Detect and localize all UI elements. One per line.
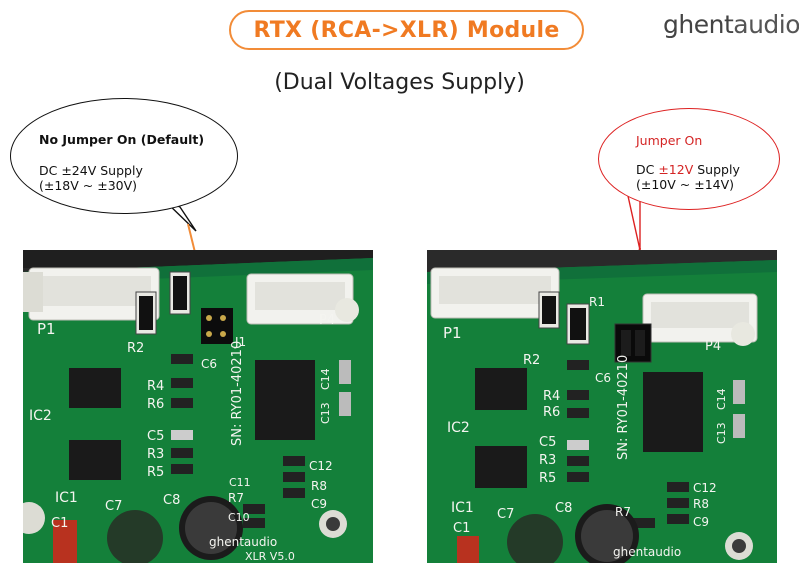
svg-text:R7: R7 [615,505,631,519]
svg-text:IC1: IC1 [55,490,78,506]
svg-text:R1: R1 [589,295,605,309]
silk-p4: P4 [319,313,335,328]
svg-text:C14: C14 [319,368,332,390]
svg-text:C7: C7 [497,507,514,522]
silk-p1: P1 [37,320,56,338]
right-callout-tail [627,194,641,251]
svg-text:IC2: IC2 [447,420,470,436]
svg-text:R3: R3 [147,447,164,462]
left-callout [10,98,238,214]
svg-text:C13: C13 [715,422,728,444]
silk-brand-left: ghentaudio [209,535,277,549]
right-callout-supply: DC ±12V Supply [636,162,740,177]
svg-text:C8: C8 [163,493,180,508]
left-callout-heading: No Jumper On (Default) [39,132,205,147]
svg-text:R6: R6 [147,397,164,412]
brand-logo-part1: ghent [663,10,734,39]
svg-text:C11: C11 [229,476,251,489]
silk-serial-left: SN: RY01-40210 [230,341,245,446]
svg-text:C1: C1 [51,516,68,531]
svg-text:R7: R7 [228,491,244,505]
right-callout-range: (±10V ~ ±14V) [636,177,735,192]
svg-text:C9: C9 [693,515,709,529]
svg-text:R6: R6 [543,405,560,420]
svg-text:C6: C6 [595,371,611,385]
svg-text:C14: C14 [715,388,728,410]
silk-p1-right: P1 [443,324,462,342]
page-title: RTX (RCA->XLR) Module [253,17,560,43]
svg-text:C5: C5 [539,435,556,450]
board-photo-no-jumper: P1 R2 C6 R4 R6 C5 R3 R5 IC2 IC1 C7 C8 C1… [23,250,373,563]
svg-text:C12: C12 [693,481,717,495]
svg-text:C1: C1 [453,521,470,536]
svg-text:R5: R5 [539,471,556,486]
silk-brand-right: ghentaudio [613,545,681,559]
svg-text:C9: C9 [311,497,327,511]
svg-text:R4: R4 [147,379,164,394]
silk-p4-right: P4 [705,339,721,354]
left-callout-voltage: ±24V [61,163,97,178]
board-photo-jumper-on: P1 R2 R1 C6 R4 R6 C5 R3 R5 IC2 IC1 C7 C8… [427,250,777,563]
brand-logo-part2: audio [733,10,799,39]
svg-text:R2: R2 [523,353,540,368]
svg-text:IC2: IC2 [29,408,52,424]
svg-text:C5: C5 [147,429,164,444]
svg-text:R4: R4 [543,389,560,404]
svg-text:C12: C12 [309,459,333,473]
svg-text:R2: R2 [127,341,144,356]
brand-logo: ghentaudio [663,10,799,39]
silk-model-left: XLR V5.0 [245,550,295,563]
right-callout-voltage: ±12V [658,162,694,177]
title-badge: RTX (RCA->XLR) Module [229,10,584,50]
right-callout [598,108,780,210]
page-subtitle: (Dual Voltages Supply) [274,70,525,95]
left-callout-range: (±18V ~ ±30V) [39,178,138,193]
svg-text:C13: C13 [319,402,332,424]
right-callout-heading: Jumper On [636,133,703,148]
svg-text:R3: R3 [539,453,556,468]
svg-text:R8: R8 [311,479,327,493]
svg-text:C8: C8 [555,501,572,516]
svg-text:R5: R5 [147,465,164,480]
svg-text:C6: C6 [201,357,217,371]
svg-text:C10: C10 [228,511,250,524]
svg-text:J1: J1 [234,335,246,349]
svg-text:IC1: IC1 [451,500,474,516]
svg-text:C7: C7 [105,499,122,514]
svg-text:R8: R8 [693,497,709,511]
silk-serial-right: SN: RY01-40210 [616,355,631,460]
left-callout-supply: DC ±24V Supply [39,163,143,178]
